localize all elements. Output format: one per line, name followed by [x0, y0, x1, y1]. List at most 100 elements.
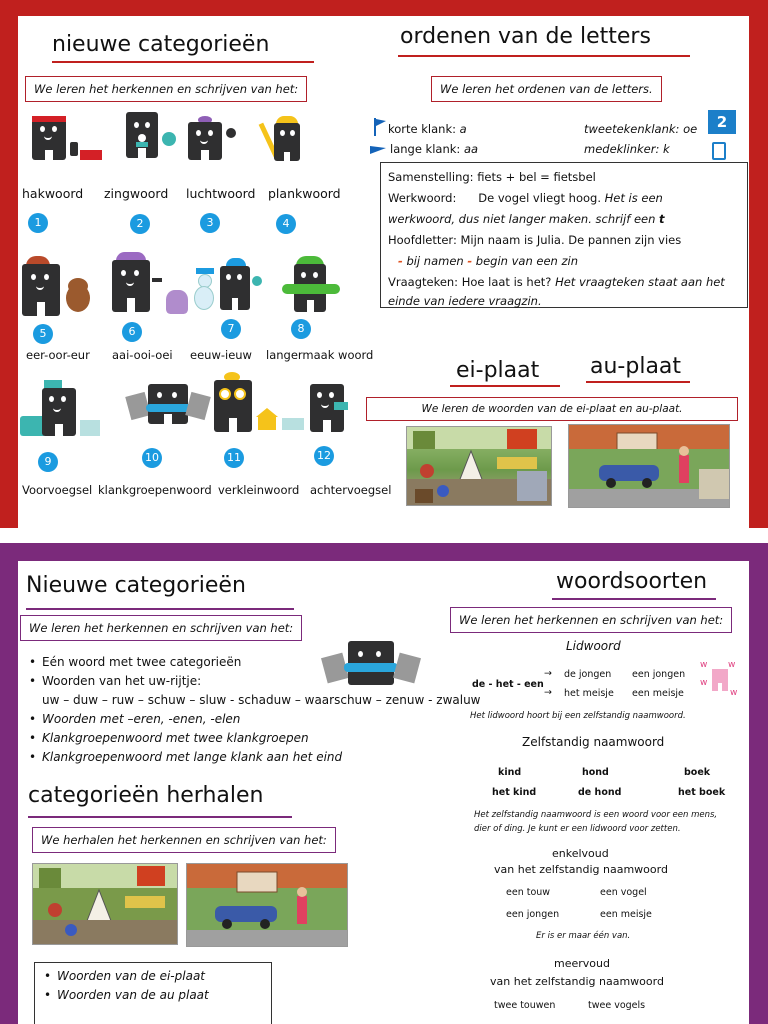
lidwoord-een-meisje: een meisje: [632, 688, 684, 699]
list-item: Woorden met –eren, -enen, -elen: [26, 710, 481, 729]
rule-werkwoord-note-2: werkwoord, dus niet langer maken. schrij…: [388, 212, 656, 226]
number-badge: 7: [221, 319, 241, 339]
top-panel-content: nieuwe categorieën ordenen van de letter…: [18, 16, 749, 528]
label-verkleinwoord: verkleinwoord: [218, 483, 300, 497]
lidwoord-note: Het lidwoord hoort bij een zelfstandig n…: [470, 711, 686, 721]
eer-oor-eur-character: [22, 254, 94, 320]
achtervoegsel-character: [310, 380, 360, 436]
number-badge: 10: [142, 448, 162, 468]
heading-zelfstandig-naamwoord: Zelfstandig naamwoord: [522, 735, 665, 749]
box-herkennen-2: We leren het herkennen en schrijven van …: [20, 615, 303, 641]
title-nieuwe-categorieen-2: Nieuwe categorieën: [26, 573, 294, 610]
luchtwoord-character: [188, 114, 248, 164]
tweetekenklank-label: tweetekenklank:: [584, 122, 680, 136]
zn-note-2: dier of ding. Je kunt er een lidwoord vo…: [474, 824, 681, 834]
number-badge: 3: [200, 213, 220, 233]
zn-de-hond: de hond: [578, 787, 622, 798]
rule-bij-namen: bij namen: [406, 254, 464, 268]
heading-enkelvoud-2: van het zelfstandig naamwoord: [494, 863, 668, 876]
title-nieuwe-categorieen: nieuwe categorieën: [52, 32, 314, 63]
arrow-icon: →: [544, 668, 552, 679]
number-badge: 9: [38, 452, 58, 472]
klankgroepenwoord-character: [125, 384, 211, 436]
meervoud-twee-touwen: twee touwen: [494, 1000, 556, 1011]
ei-plaat-illustration: [32, 863, 178, 945]
dash: -: [398, 254, 403, 268]
rule-werkwoord-t: t: [659, 212, 665, 226]
number-badge: 6: [122, 322, 142, 342]
langermaak-woord-character: [282, 256, 342, 320]
label-eer-oor-eur: eer-oor-eur: [26, 348, 90, 362]
verkleinwoord-character: [214, 372, 310, 436]
label-achtervoegsel: achtervoegsel: [310, 483, 392, 497]
medeklinker-label: medeklinker:: [584, 142, 660, 156]
lange-klank-value: aa: [463, 142, 479, 156]
box-herkennen-3: We leren het herkennen en schrijven van …: [450, 607, 733, 633]
rule-vraagteken-note-2: einde van iedere vraagzin.: [388, 294, 542, 308]
label-langermaak-woord: langermaak woord: [266, 348, 374, 362]
medeklinker-value: k: [663, 142, 670, 156]
zn-het-kind: het kind: [492, 787, 537, 798]
dash: -: [467, 254, 473, 268]
aai-ooi-oei-character: [112, 252, 192, 320]
rule-vraagteken: Vraagteken: Hoe laat is het?: [388, 275, 552, 289]
heading-lidwoord: Lidwoord: [566, 639, 621, 653]
number-badge: 2: [130, 214, 150, 234]
label-hakwoord: hakwoord: [22, 186, 84, 201]
voorvoegsel-character: [20, 380, 102, 442]
label-voorvoegsel: Voorvoegsel: [22, 483, 93, 497]
zn-het-boek: het boek: [678, 787, 726, 798]
box-herhalen: We herhalen het herkennen en schrijven v…: [32, 827, 336, 853]
box-ei-au-plaat: We leren de woorden van de ei-plaat en a…: [366, 397, 738, 421]
number-badge: 11: [224, 448, 244, 468]
hakwoord-character: [32, 114, 102, 164]
label-luchtwoord: luchtwoord: [186, 186, 256, 201]
heading-meervoud-2: van het zelfstandig naamwoord: [490, 975, 664, 988]
plaat-list-box: Woorden van de ei-plaat Woorden van de a…: [34, 962, 272, 1024]
zingwoord-character: [126, 112, 182, 164]
lidwoord-een-jongen: een jongen: [632, 669, 686, 680]
heading-enkelvoud: enkelvoud: [552, 847, 609, 860]
title-au-plaat: au-plaat: [586, 354, 690, 383]
rule-hoofdletter: Hoofdletter: Mijn naam is Julia. De pann…: [388, 233, 682, 247]
au-plaat-illustration: [186, 863, 348, 947]
number-badge: 12: [314, 446, 334, 466]
zn-hond: hond: [582, 767, 609, 778]
bottom-panel-content: Nieuwe categorieën We leren het herkenne…: [18, 561, 749, 1024]
panel-divider: [0, 528, 768, 543]
lange-klank-label: lange klank:: [390, 142, 461, 156]
svg-text:w: w: [700, 678, 707, 688]
eeuw-ieuw-character: [194, 258, 274, 318]
au-plaat-illustration: [568, 424, 730, 508]
title-categorieen-herhalen: categorieën herhalen: [28, 783, 292, 818]
label-klankgroepenwoord: klankgroepenwoord: [98, 483, 212, 497]
box-herkennen: We leren het herkennen en schrijven van …: [25, 76, 308, 102]
enkelvoud-note: Er is er maar één van.: [536, 931, 631, 941]
tweetekenklank-value: oe: [683, 122, 698, 136]
rule-werkwoord-example: De vogel vliegt hoog.: [478, 191, 601, 205]
enkelvoud-een-jongen: een jongen: [506, 909, 560, 920]
label-zingwoord: zingwoord: [104, 186, 169, 201]
rule-samenstelling: Samenstelling: fiets + bel = fietsbel: [388, 170, 596, 184]
label-aai-ooi-oei: aai-ooi-oei: [112, 348, 173, 362]
label-eeuw-ieuw: eeuw-ieuw: [190, 348, 252, 362]
rule-werkwoord-label: Werkwoord:: [388, 191, 457, 205]
flag-icon: [370, 142, 388, 160]
lidwoord-articles: de - het - een: [472, 679, 544, 690]
label-plankwoord: plankwoord: [268, 186, 341, 201]
title-ordenen: ordenen van de letters: [398, 24, 690, 57]
arrow-icon: →: [544, 687, 552, 698]
rule-vraagteken-note: Het vraagteken staat aan het: [555, 275, 725, 289]
list-item: Woorden van het uw-rijtje:: [26, 672, 481, 691]
list-item: Klankgroepenwoord met twee klankgroepen: [26, 729, 481, 748]
zn-kind: kind: [498, 767, 522, 778]
uw-rijtje-words: uw – duw – ruw – schuw – sluw - schaduw …: [42, 693, 481, 707]
korte-klank-label: korte klank:: [388, 122, 456, 136]
svg-text:w: w: [730, 688, 737, 698]
list-item: Woorden van de ei-plaat: [41, 967, 265, 986]
title-ei-plaat: ei-plaat: [450, 358, 560, 387]
rule-begin-zin: begin van een zin: [475, 254, 579, 268]
number-badge: 5: [33, 324, 53, 344]
lidwoord-het-meisje: het meisje: [564, 688, 614, 699]
ei-plaat-illustration: [406, 426, 552, 506]
